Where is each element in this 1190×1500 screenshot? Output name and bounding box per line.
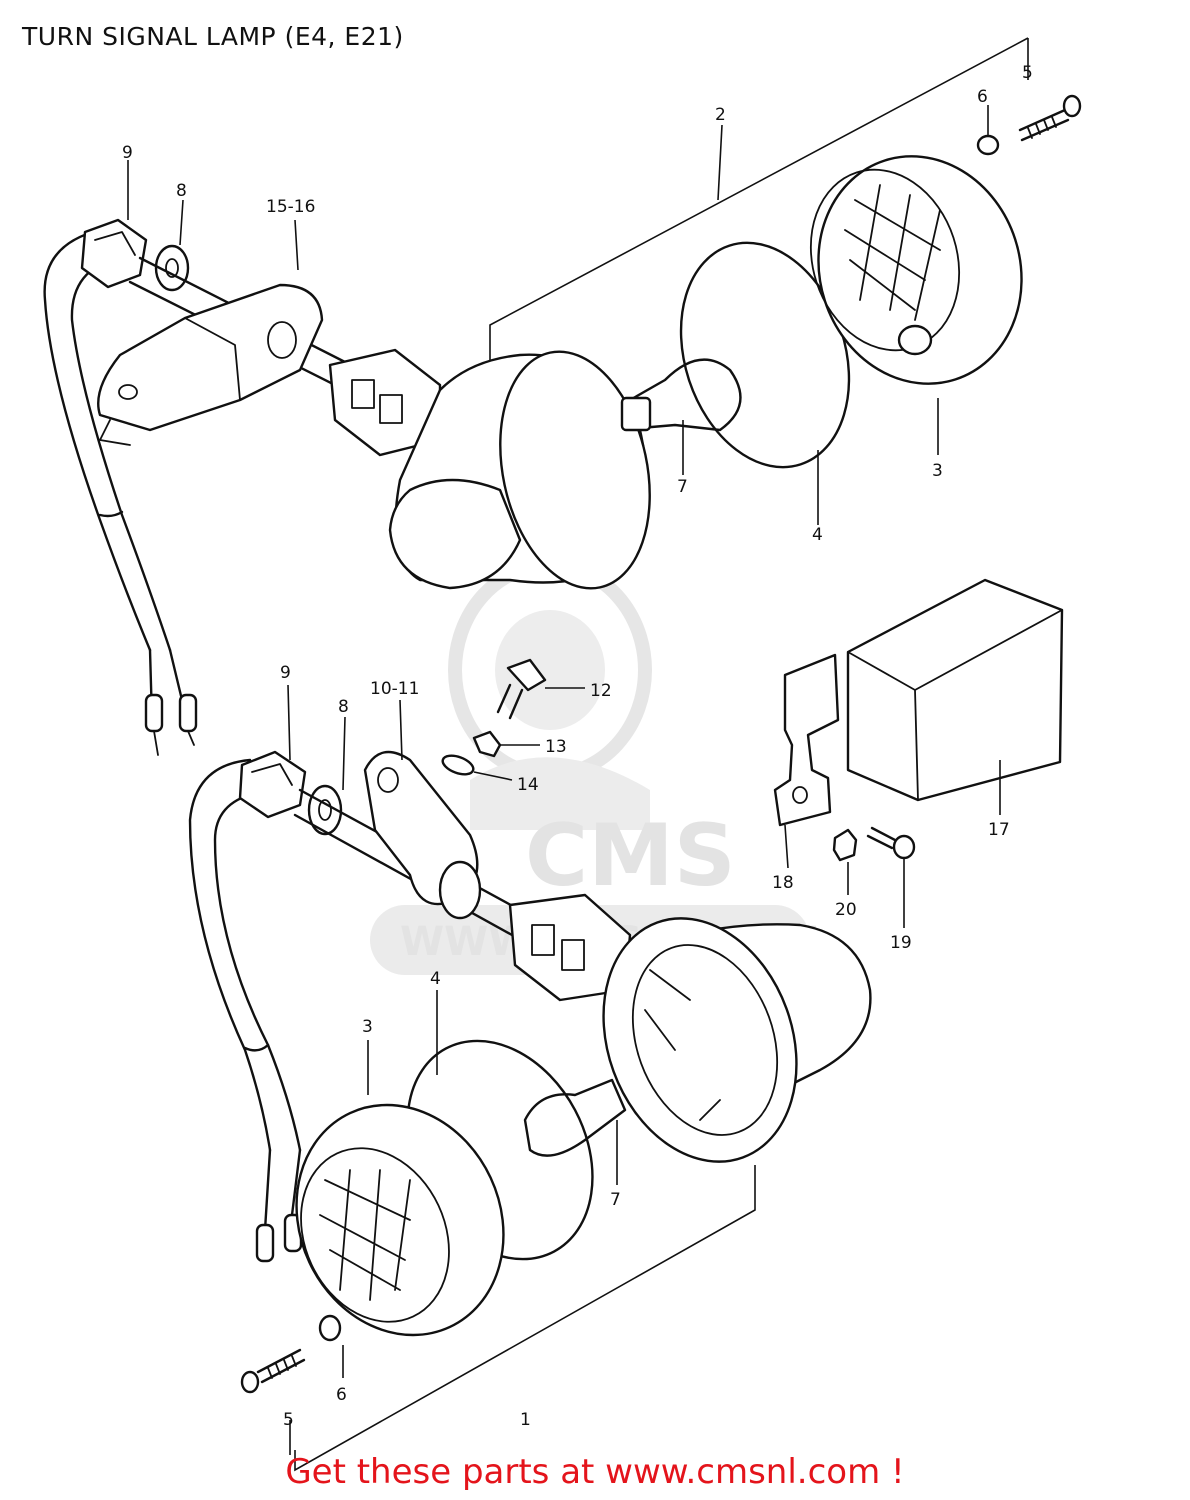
upper-housing-part-2[interactable] [388,338,670,603]
callout-lower-3: 3 [362,1017,373,1037]
upper-leader-lines [127,105,989,525]
screw-part-19[interactable] [866,826,916,860]
lower-bulb-part-7[interactable] [523,1078,627,1157]
callout-upper-4: 4 [812,525,823,545]
callout-lower-6: 6 [336,1385,347,1405]
callout-lower-18: 18 [772,873,794,893]
lower-leader-lines [287,684,618,1455]
lower-washer-part-6[interactable] [318,1314,342,1342]
lower-clamp-part-10-11[interactable] [363,750,482,920]
footer-link[interactable]: Get these parts at www.cmsnl.com ! [285,1452,905,1492]
lower-housing[interactable] [571,891,872,1189]
callout-lower-14: 14 [517,775,539,795]
relay-bracket-part-18[interactable] [773,653,840,827]
relay-leader-lines [473,687,1001,928]
callout-lower-13: 13 [545,737,567,757]
upper-washer-part-6[interactable] [976,134,1000,156]
lower-lens-part-3[interactable] [260,1071,541,1369]
callout-upper-5: 5 [1022,63,1033,83]
callout-upper-2: 2 [715,105,726,125]
callout-lower-7: 7 [610,1190,621,1210]
upper-bulb-part-7[interactable] [620,358,742,432]
upper-lens-part-3[interactable] [788,130,1051,411]
callout-lower-9: 9 [280,663,291,683]
callout-lower-19: 19 [890,933,912,953]
diagram-title: TURN SIGNAL LAMP (E4, E21) [22,22,404,51]
clip-part-13[interactable] [472,730,502,758]
lower-lamp-assembly: 9 8 10-11 3 4 7 6 5 1 [188,663,872,1472]
callout-upper-3: 3 [932,461,943,481]
callout-upper-7: 7 [677,477,688,497]
callout-upper-9: 9 [122,143,133,163]
upper-lamp-assembly: 9 8 15-16 2 5 6 3 7 4 [43,37,1082,756]
lower-nut-part-9[interactable] [238,750,307,819]
upper-nut-part-9[interactable] [80,218,148,289]
callout-lower-17: 17 [988,820,1010,840]
callout-lower-4: 4 [430,969,441,989]
lower-socket[interactable] [508,893,632,1002]
upper-bracket-line [489,37,1029,365]
washer-part-14[interactable] [440,752,476,778]
lower-wire-harness[interactable] [188,758,303,1263]
nut-part-20[interactable] [832,828,858,862]
callout-lower-5: 5 [283,1410,294,1430]
callout-lower-12: 12 [590,681,612,701]
upper-screw-part-5[interactable] [1018,94,1082,142]
flasher-relay-part-17[interactable] [846,578,1064,802]
watermark-brand: CMS [525,806,736,906]
callout-lower-1: 1 [520,1410,531,1430]
callout-lower-8: 8 [338,697,349,717]
callout-upper-8: 8 [176,181,187,201]
lower-bracket-line [294,1165,756,1472]
callout-lower-10-11: 10-11 [370,679,419,699]
upper-wire-harness[interactable] [43,228,198,756]
upper-bracket-part-15-16[interactable] [97,283,324,446]
callout-lower-20: 20 [835,900,857,920]
callout-upper-15-16: 15-16 [266,197,315,217]
lower-screw-part-5[interactable] [240,1348,306,1394]
callout-upper-6: 6 [977,87,988,107]
flasher-relay-group: 12 13 14 17 18 20 19 [440,578,1064,953]
bolt-part-12[interactable] [496,658,547,720]
